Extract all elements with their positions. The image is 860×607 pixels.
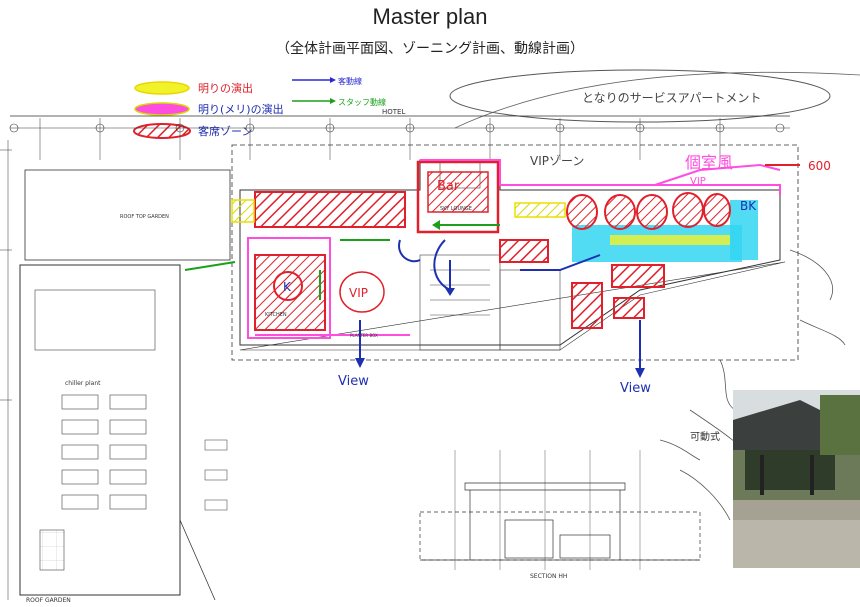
- legend: 明りの演出 明り(メリ)の演出 客席ゾーン 客動線 スタッフ動線: [133, 76, 386, 139]
- legend-label-light: 明りの演出: [198, 81, 253, 95]
- pavilion-photo: [733, 390, 860, 568]
- legend-flow-guest-label: 客動線: [338, 76, 362, 86]
- vip-zone-outline: [420, 159, 781, 195]
- vip-zone-kitchen: [247, 237, 331, 339]
- k-label: K: [283, 280, 292, 294]
- private-room-5: [703, 193, 731, 227]
- dimension-600-label: 600: [808, 159, 831, 173]
- vip-zones: [247, 159, 781, 339]
- staff-flow: [184, 224, 500, 300]
- vip-circle-label: VIP: [349, 286, 368, 300]
- private-room-1: [566, 194, 598, 230]
- vip-small-label: VIP: [690, 176, 706, 187]
- bar-zone: [427, 171, 489, 213]
- legend-label-magenta: 明り(メリ)の演出: [198, 102, 284, 116]
- guest-flow-curve: [433, 239, 451, 291]
- vip-zone-label: VIPゾーン: [530, 154, 584, 168]
- page-title: Master plan: [372, 4, 488, 29]
- legend-swatch-magenta: [134, 102, 190, 116]
- private-room-outline: [654, 163, 781, 186]
- staff-flow-arrow-icon: [432, 220, 440, 230]
- sky-lounge-label: SKY LOUNGE: [440, 206, 472, 212]
- pool-light-zone-east: [730, 200, 758, 260]
- chiller-label: chiller plant: [65, 380, 101, 387]
- legend-flow-staff-arrow-icon: [330, 98, 336, 104]
- floor-plan: HOTEL ROOF TOP GARDEN chiller plant: [0, 108, 799, 604]
- k-room-circle: [273, 271, 303, 301]
- pavilion-note: 可動式: [690, 430, 720, 443]
- kitchen-label: KITCHEN: [265, 312, 287, 318]
- guest-flow: [359, 239, 641, 370]
- seating-zone-mid: [499, 239, 549, 263]
- bar-label: Bar: [437, 179, 460, 194]
- roof-garden-top-label: ROOF TOP GARDEN: [120, 214, 169, 220]
- legend-swatch-light: [134, 81, 190, 95]
- seating-zone-east: [611, 264, 665, 288]
- guest-flow-line-east: [520, 254, 601, 271]
- planter-label: PLANTER BOX: [350, 333, 378, 338]
- hotel-label: HOTEL: [382, 108, 405, 116]
- guest-flow-arrow-icon: [445, 288, 455, 296]
- seating-zone-east-2: [613, 297, 645, 319]
- private-room-label: 個室風: [685, 153, 733, 172]
- seating-zone-south: [571, 282, 603, 329]
- bar-room: [416, 160, 500, 234]
- page-subtitle: （全体計画平面図、ゾーニング計画、動線計画）: [276, 41, 584, 57]
- legend-flow-staff-label: スタッフ動線: [338, 97, 386, 107]
- private-room-3: [636, 194, 668, 230]
- guest-flow-curve-2: [398, 239, 421, 263]
- section-hh: [419, 450, 701, 570]
- seating-zone-north: [254, 191, 406, 228]
- view-left-label: View: [338, 374, 369, 389]
- private-room-2: [604, 194, 636, 230]
- private-room-4: [672, 192, 704, 228]
- legend-swatch-seating: [133, 123, 191, 139]
- light-accent-pool: [610, 235, 730, 245]
- sketch-curve: [454, 71, 860, 129]
- staff-flow-line-4: [184, 261, 236, 271]
- neighbor-label: となりのサービスアパートメント: [582, 91, 761, 105]
- vip-circle: [339, 271, 385, 313]
- view-right-label: View: [620, 381, 651, 396]
- bk-label: BK: [740, 199, 757, 213]
- seating-zones: [254, 160, 665, 331]
- light-accent-west: [231, 199, 255, 223]
- private-room-circles: [566, 192, 731, 230]
- roof-garden-bottom-label: ROOF GARDEN: [26, 597, 71, 604]
- light-accent-north: [514, 202, 566, 218]
- view-arrow-right-icon: [635, 368, 645, 378]
- legend-flow-guest-arrow-icon: [330, 77, 336, 83]
- section-label: SECTION HH: [530, 573, 567, 580]
- legend-label-seating: 客席ゾーン: [198, 124, 252, 138]
- sketch-lines: [659, 249, 846, 521]
- view-arrow-left-icon: [355, 358, 365, 368]
